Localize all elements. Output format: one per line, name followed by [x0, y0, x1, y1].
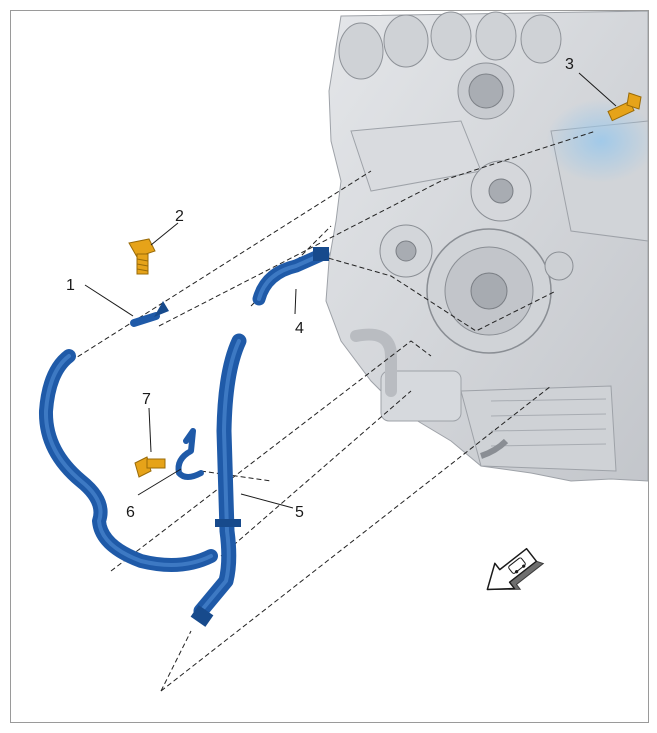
callout-4: 4 — [295, 320, 304, 337]
callout-1: 1 — [66, 277, 75, 294]
assembly-lines — [70, 130, 597, 692]
engine-assembly — [325, 11, 648, 482]
water-pump-pulley — [470, 160, 532, 222]
coolant-hose-4 — [252, 247, 330, 306]
crank-pulley — [426, 228, 552, 354]
idler-pulley — [379, 224, 433, 278]
highlight-glow — [546, 99, 648, 183]
coolant-hose-left — [38, 349, 218, 572]
callout-2: 2 — [175, 208, 184, 225]
bolt-3 — [607, 92, 642, 122]
hose-connector-1 — [130, 301, 169, 327]
callout-5: 5 — [295, 504, 304, 521]
leader-lines — [84, 72, 617, 509]
bolt-7 — [134, 456, 166, 478]
bolt-2 — [128, 238, 156, 275]
coolant-hose-5 — [190, 333, 247, 627]
diagram-frame: 1 2 3 4 5 6 7 — [10, 10, 649, 723]
direction-arrow-icon — [486, 547, 545, 591]
callout-6: 6 — [126, 504, 135, 521]
callout-3: 3 — [565, 56, 574, 73]
hose-clamp-6 — [175, 428, 204, 480]
callout-7: 7 — [142, 391, 151, 408]
tensioner-pulley — [544, 251, 574, 281]
